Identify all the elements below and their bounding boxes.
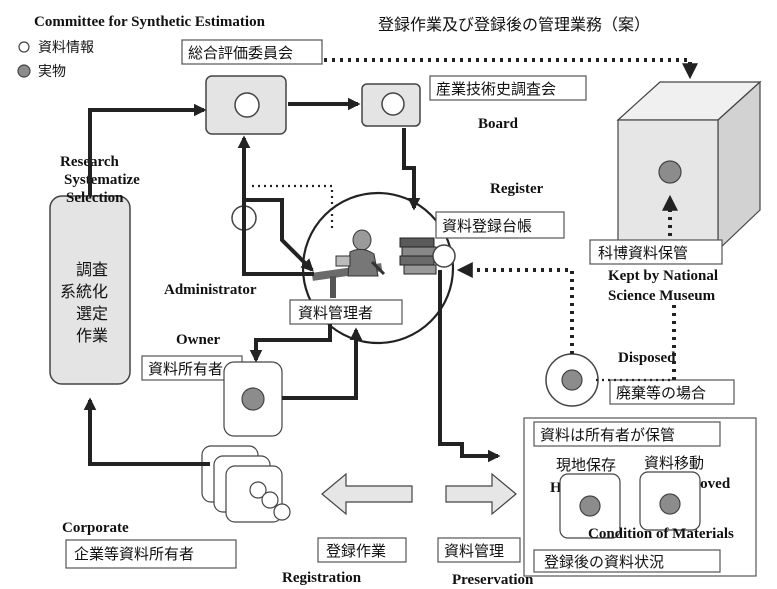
museum-en-line-1: Kept by National	[608, 268, 718, 284]
preservation-arrow-icon	[445, 472, 517, 516]
research-en-line-3: Selection	[66, 190, 124, 206]
hold-jp-label: 現地保存	[556, 456, 616, 474]
research-jp-line-4: 作業	[76, 326, 108, 345]
legend-header: Committee for Synthetic Estimation	[34, 14, 266, 30]
research-jp-line-2: 系統化	[60, 282, 108, 301]
info-to-admin-arrow	[242, 198, 314, 272]
committee-label: 総合評価委員会	[188, 44, 293, 62]
moved-jp-label: 資料移動	[644, 454, 704, 472]
register-books-icon	[399, 237, 437, 275]
admin-to-owner-arrow	[249, 324, 332, 363]
legend-info-label: 資料情報	[38, 40, 94, 56]
museum-label: 科博資料保管	[598, 244, 688, 262]
committee-label-box	[181, 39, 323, 65]
registration-label: 登録作業	[326, 542, 386, 560]
disposed-en-label: Disposed	[618, 350, 676, 366]
admin-to-condition-arrow	[438, 270, 501, 463]
board-en-label: Board	[478, 116, 519, 132]
legend-object-icon	[17, 64, 31, 78]
register-label-box	[435, 211, 565, 239]
museum-en-line-2: Science Museum	[608, 288, 716, 304]
museum-object-icon	[658, 160, 682, 184]
corporate-link-line	[88, 448, 210, 466]
disposed-object-icon	[561, 369, 583, 391]
disposed-label: 廃棄等の場合	[616, 384, 706, 402]
corporate-label: 企業等資料所有者	[74, 545, 194, 563]
board-label-box	[429, 75, 587, 101]
research-jp-line-3: 選定	[76, 304, 108, 323]
administrator-en-label: Administrator	[164, 282, 257, 298]
legend-info-icon	[18, 41, 30, 53]
research-to-committee-arrow	[88, 103, 207, 196]
administrator-figure-icon	[311, 229, 386, 298]
committee-admin-dotted	[252, 184, 334, 232]
register-info-icon	[432, 244, 456, 268]
disposed-to-register-dotted	[456, 262, 574, 354]
board-label: 産業技術史調査会	[436, 80, 556, 98]
condition-footer-box	[533, 549, 721, 573]
preservation-label: 資料管理	[444, 542, 504, 560]
condition-footer: 登録後の資料状況	[544, 553, 664, 571]
committee-info-icon	[234, 92, 260, 118]
corporate-en-label: Corporate	[62, 520, 129, 536]
corporate-label-box	[65, 539, 237, 569]
corporate-owners-stack	[201, 445, 291, 523]
diagram-title: 登録作業及び登録後の管理業務（案）	[378, 15, 650, 34]
hold-object-icon	[579, 495, 601, 517]
preservation-label-box	[437, 537, 521, 563]
register-label: 資料登録台帳	[442, 217, 532, 235]
registration-en-label: Registration	[282, 570, 362, 586]
admin-to-committee-arrow	[237, 135, 314, 276]
legend-object-label: 実物	[38, 64, 66, 80]
research-en-line-2: Systematize	[64, 172, 140, 188]
registration-arrow-icon	[321, 472, 413, 516]
condition-header: 資料は所有者が保管	[540, 426, 675, 444]
condition-en-label: Condition of Materials	[588, 526, 734, 542]
moved-object-icon	[659, 493, 681, 515]
registration-label-box	[317, 537, 407, 563]
board-info-icon	[381, 92, 405, 116]
disposed-label-box	[609, 379, 735, 405]
research-jp-line-1: 調査	[76, 260, 108, 279]
museum-label-box	[589, 239, 723, 265]
owner-en-label: Owner	[176, 332, 221, 348]
owner-object-icon	[241, 387, 265, 411]
preservation-en-label: Preservation	[452, 572, 534, 588]
administrator-label: 資料管理者	[298, 304, 373, 322]
owner-to-admin-arrow	[282, 327, 363, 400]
condition-header-box	[533, 421, 721, 447]
register-en-label: Register	[490, 181, 544, 197]
board-to-register-arrow	[402, 128, 421, 211]
owner-label: 資料所有者	[148, 360, 223, 378]
committee-to-museum-dotted	[324, 58, 698, 80]
administrator-label-box	[289, 299, 403, 325]
museum-cube-front	[617, 119, 719, 251]
